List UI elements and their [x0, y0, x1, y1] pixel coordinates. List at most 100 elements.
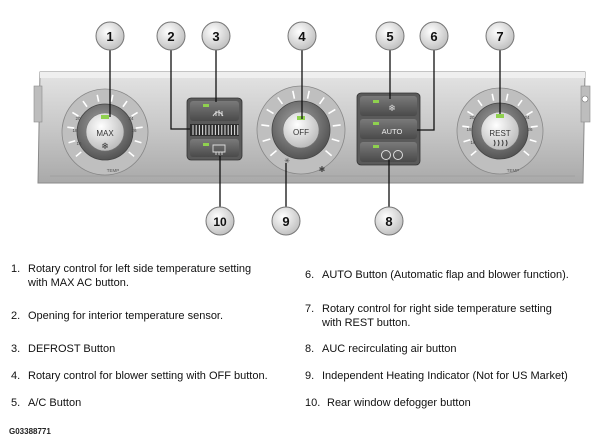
callout-label: 3 — [212, 29, 219, 44]
scale-number: 24 — [128, 116, 134, 121]
legend-number: 6. — [305, 269, 315, 281]
blower-knob[interactable]: OFF ✱ ✳ — [256, 85, 346, 175]
legend-text: AUC recirculating air button — [322, 343, 457, 355]
callout-1: 1 — [95, 21, 125, 51]
scale-tick — [71, 111, 79, 117]
callout-label: 8 — [385, 214, 392, 229]
left-temperature-knob[interactable]: MAX ❄ 20 18 16 24 26 TEMP — [61, 88, 149, 176]
legend-text-continued: with MAX AC button. — [28, 277, 129, 289]
scale-number: 20 — [469, 115, 475, 120]
scale-number: 18 — [72, 128, 78, 133]
scale-tick — [331, 138, 340, 143]
residual-heat-icon — [493, 139, 508, 147]
legend-text: Rear window defogger button — [327, 397, 471, 409]
scale-tick — [134, 139, 142, 144]
scale-tick — [269, 149, 278, 157]
legend-item-6: 6. AUTO Button (Automatic flap and blower… — [305, 268, 569, 282]
rest-button-label[interactable]: REST — [489, 129, 510, 138]
scale-tick — [523, 150, 530, 157]
scale-tick — [82, 100, 88, 108]
scale-tick — [292, 90, 296, 99]
scale-tick — [135, 126, 143, 129]
off-button-label[interactable]: OFF — [293, 128, 309, 137]
scale-number: 18 — [466, 127, 472, 132]
legend-item-2: 2.Opening for interior temperature senso… — [11, 309, 223, 323]
scale-tick — [96, 94, 100, 102]
callout-3: 3 — [201, 21, 231, 51]
scale-tick — [128, 151, 135, 158]
scale-number: 26 — [527, 127, 533, 132]
scale-tick — [318, 96, 325, 105]
scale-tick — [462, 125, 470, 128]
legend-text: AUTO Button (Automatic flap and blower f… — [322, 269, 569, 281]
scale-tick — [266, 108, 274, 115]
legend-text-continued: with REST button. — [322, 317, 411, 329]
legend-number: 2. — [11, 310, 21, 322]
scale-tick — [67, 126, 75, 129]
blower-knob-scale — [261, 90, 341, 157]
scale-tick — [328, 108, 336, 115]
recirculation-led — [373, 145, 379, 148]
legend-text: Independent Heating Indicator (Not for U… — [322, 370, 568, 382]
legend-item-5: 5. A/C Button — [11, 396, 81, 410]
callout-7: 7 — [485, 21, 515, 51]
scale-tick — [505, 93, 509, 101]
callout-label: 6 — [430, 29, 437, 44]
scale-tick — [491, 93, 495, 101]
callout-label: 7 — [496, 29, 503, 44]
legend-text: DEFROST Button — [28, 343, 116, 355]
scale-tick — [277, 96, 284, 105]
scale-tick — [110, 94, 114, 102]
auto-button-label: AUTO — [382, 127, 403, 136]
climate-control-diagram: MAX ❄ 20 18 16 24 26 TEMP OFF ✱ ✳ ❄ — [33, 21, 591, 236]
scale-tick — [529, 138, 537, 143]
callout-6: 6 — [419, 21, 449, 51]
independent-heating-icon: ✳ — [284, 157, 290, 165]
scale-tick — [261, 124, 270, 127]
right-temperature-knob[interactable]: REST 20 18 16 24 26 TEMP — [456, 87, 544, 175]
legend-number: 7. — [305, 303, 315, 315]
defrost-button[interactable] — [190, 101, 239, 121]
defrost-icon — [212, 110, 224, 117]
scale-tick — [463, 138, 471, 143]
legend-number: 8. — [305, 343, 315, 355]
scale-tick — [517, 99, 523, 107]
scale-number: 24 — [524, 115, 530, 120]
legend-number: 5. — [11, 397, 21, 409]
rear-defogger-button[interactable] — [190, 139, 239, 157]
auc-sensor-icon — [393, 150, 403, 160]
callout-label: 9 — [282, 214, 289, 229]
legend-item-1: 1.Rotary control for left side temperatu… — [11, 262, 251, 290]
ac-led — [373, 100, 379, 103]
snowflake-icon: ❄ — [101, 141, 109, 151]
scale-number: 26 — [131, 128, 137, 133]
callout-8: 8 — [374, 206, 404, 236]
legend-number: 10. — [305, 397, 321, 409]
legend-text: A/C Button — [28, 397, 82, 409]
callout-10: 10 — [205, 206, 235, 236]
scale-tick — [122, 100, 128, 108]
scale-number: 16 — [470, 140, 476, 145]
legend-number: 3. — [11, 343, 21, 355]
recirculation-icon — [381, 150, 391, 160]
right-knob-scale — [462, 93, 538, 157]
callout-9: 9 — [271, 206, 301, 236]
legend-text: Rotary control for blower setting with O… — [28, 370, 268, 382]
scale-tick — [477, 99, 483, 107]
scale-tick — [530, 125, 538, 128]
max-button-label[interactable]: MAX — [96, 129, 114, 138]
legend-text: Rotary control for left side temperature… — [28, 263, 252, 275]
callout-label: 5 — [386, 29, 393, 44]
legend-item-3: 3. DEFROST Button — [11, 342, 115, 356]
legend-number: 4. — [11, 370, 21, 382]
left-knob-scale — [67, 94, 143, 158]
legend-number: 9. — [305, 370, 315, 382]
scale-tick — [332, 124, 341, 127]
leader-lines — [109, 50, 501, 207]
legend: 1.Rotary control for left side temperatu… — [0, 262, 600, 422]
legend-item-9: 9. Independent Heating Indicator (Not for… — [305, 369, 568, 383]
callout-label: 2 — [167, 29, 174, 44]
legend-item-4: 4. Rotary control for blower setting with… — [11, 369, 268, 383]
scale-tick — [262, 138, 271, 143]
callout-label: 10 — [213, 215, 227, 229]
